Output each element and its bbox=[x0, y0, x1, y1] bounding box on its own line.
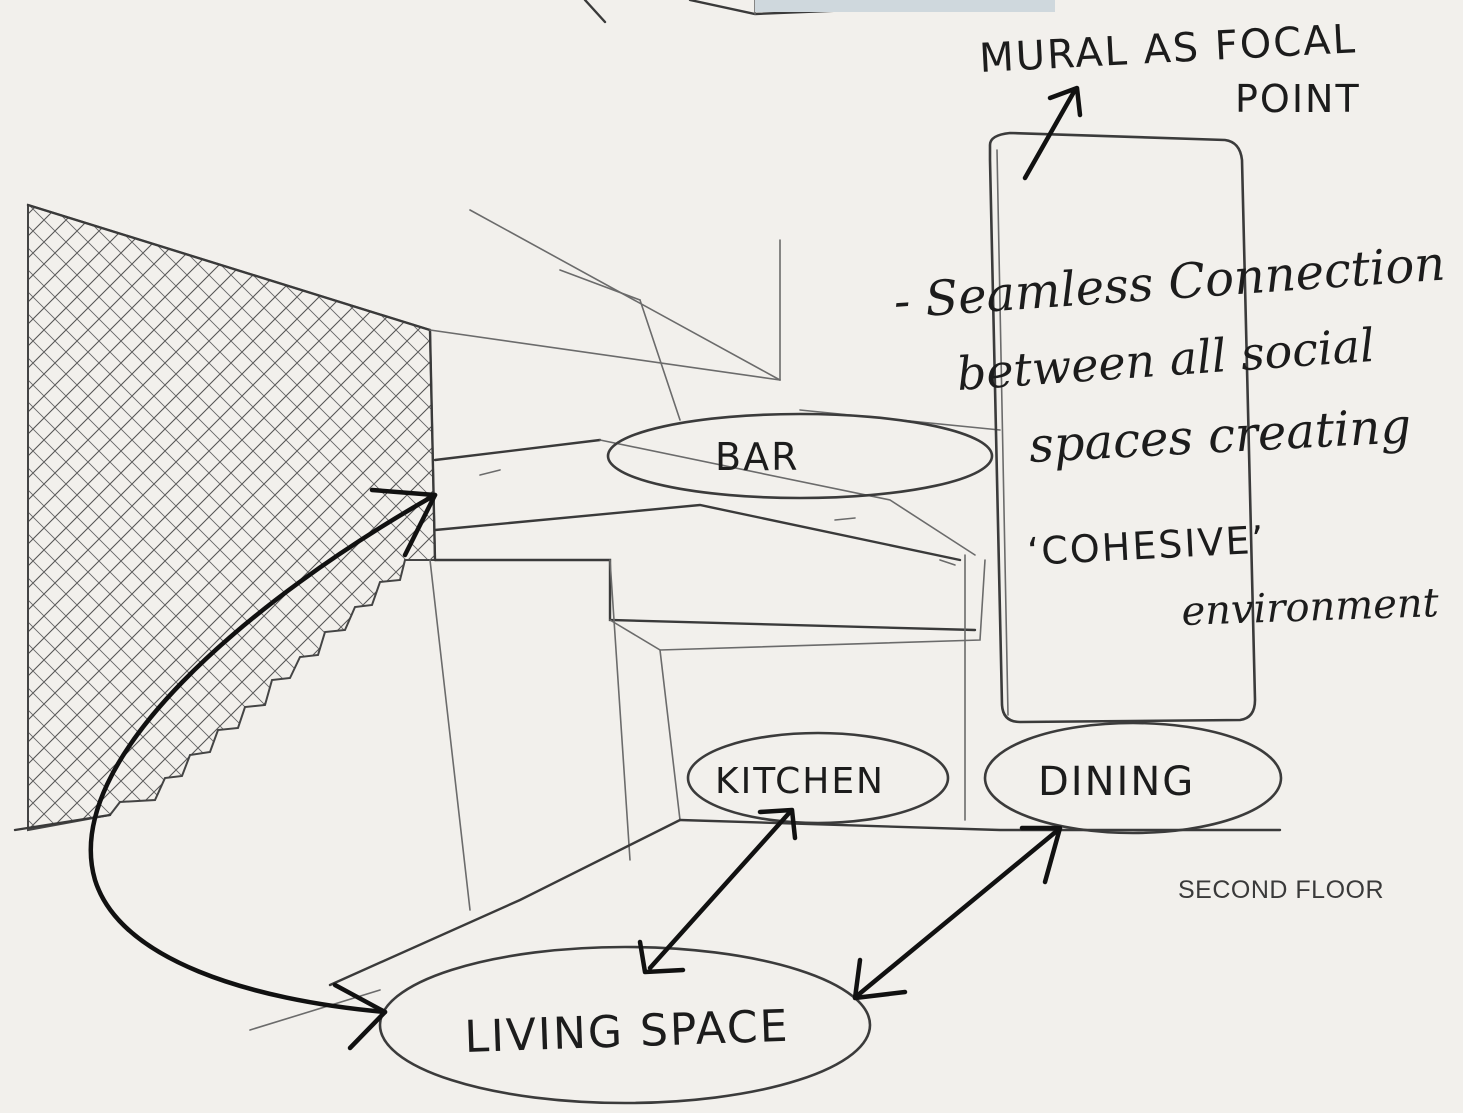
bar-bubble bbox=[606, 412, 994, 500]
top-object-fragment bbox=[583, 0, 1055, 24]
focal-point-arrow bbox=[1022, 87, 1078, 181]
kitchen-living-arrow bbox=[647, 809, 793, 971]
note-line-4: ‘COHESIVE’ bbox=[1026, 518, 1267, 574]
living-space-label: LIVING SPACE bbox=[464, 1001, 791, 1063]
mural-panel bbox=[988, 131, 1257, 724]
dining-bubble bbox=[983, 721, 1283, 835]
focal-point-title-line1: MURAL AS FOCAL bbox=[978, 16, 1358, 82]
note-line-1: - Seamless Connection bbox=[892, 236, 1447, 330]
focal-point-title-line2: POINT bbox=[1235, 77, 1361, 121]
note-line-5: environment bbox=[1181, 580, 1441, 635]
floor-label: SECOND FLOOR bbox=[1178, 876, 1384, 904]
bar-label: BAR bbox=[715, 435, 799, 479]
note-line-2: between all social bbox=[955, 318, 1376, 401]
dining-living-arrow bbox=[855, 827, 1061, 998]
connection-arrows bbox=[88, 85, 1083, 1051]
kitchen-label: KITCHEN bbox=[715, 761, 885, 802]
stair-to-living-arrow bbox=[88, 492, 438, 1015]
interior-perspective-lines bbox=[249, 209, 1282, 1031]
dining-label: DINING bbox=[1038, 759, 1195, 805]
staircase-wall bbox=[13, 203, 437, 832]
note-line-3: spaces creating bbox=[1028, 398, 1413, 474]
living-space-bubble bbox=[378, 945, 872, 1105]
kitchen-bubble bbox=[686, 731, 950, 825]
